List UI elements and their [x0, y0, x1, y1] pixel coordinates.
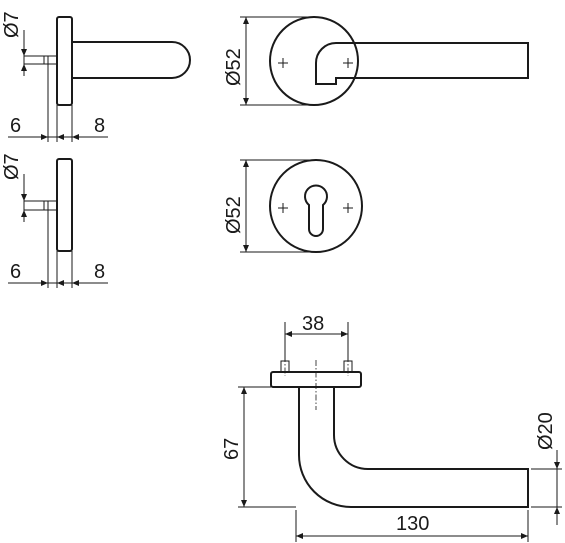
rose-bottom-right-label: 8 — [94, 261, 105, 283]
rose-bottom-dia-label: Ø7 — [1, 153, 23, 180]
handle-length-label: 130 — [396, 513, 429, 535]
rose-bottom-left-label: 6 — [10, 261, 21, 283]
rose-side-view-top: Ø7 6 8 — [1, 11, 191, 142]
rose-front-top-dia-label: Ø52 — [223, 48, 245, 86]
rose-side-view-bottom: Ø7 6 8 — [1, 153, 108, 288]
rose-front-bottom-dia-label: Ø52 — [223, 196, 245, 234]
rose-top-dia-label: Ø7 — [1, 11, 23, 38]
rose-front-view-bottom: Ø52 — [223, 159, 363, 253]
handle-height-label: 67 — [221, 438, 243, 460]
rose-top-right-label: 8 — [94, 115, 105, 137]
handle-side-view: 38 67 130 Ø20 — [221, 313, 562, 542]
handle-spacing-label: 38 — [302, 313, 324, 335]
handle-grip-dia-label: Ø20 — [535, 412, 557, 450]
rose-front-view-top: Ø52 — [223, 16, 529, 106]
rose-top-left-label: 6 — [10, 115, 21, 137]
